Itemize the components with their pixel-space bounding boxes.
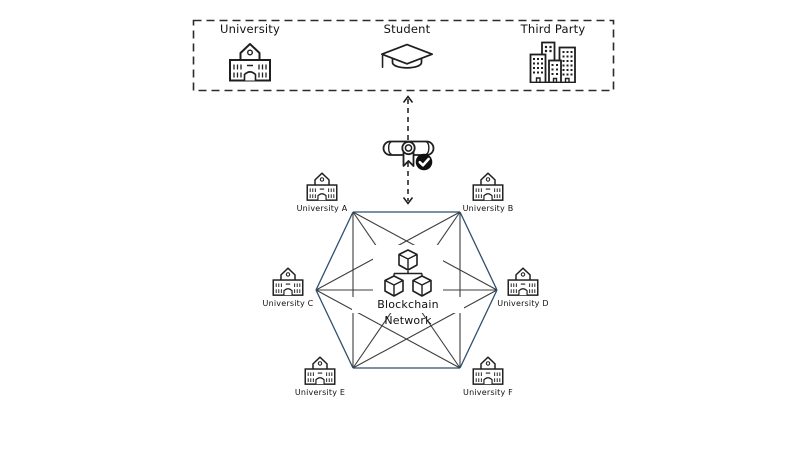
network-node-university-d: University D: [488, 266, 558, 308]
actor-student: Student: [349, 22, 465, 78]
node-label: University E: [294, 388, 346, 397]
node-label: University B: [462, 204, 514, 213]
university-icon: [306, 172, 338, 201]
university-icon: [507, 267, 539, 296]
network-node-university-b: University B: [453, 171, 523, 213]
hexagon-edges: [315, 211, 498, 369]
university-icon: [472, 172, 504, 201]
university-icon: [304, 356, 336, 385]
actor-third-party: Third Party: [495, 22, 611, 83]
node-label: University F: [463, 388, 513, 397]
certificate-icon: [382, 140, 435, 171]
actor-label: Third Party: [520, 22, 586, 36]
city-buildings-icon: [529, 41, 576, 83]
university-icon: [229, 43, 271, 82]
network-label: Blockchain Network: [352, 297, 464, 327]
university-icon: [472, 356, 504, 385]
network-node-university-a: University A: [287, 171, 357, 213]
blockchain-cubes-icon: [384, 249, 432, 297]
node-label: University C: [262, 299, 314, 308]
actor-label: Student: [383, 22, 431, 36]
actor-university: University: [192, 22, 308, 83]
node-label: University D: [497, 299, 549, 308]
node-label: University A: [296, 204, 348, 213]
actor-label: University: [219, 22, 280, 36]
network-node-university-f: University F: [453, 355, 523, 397]
check-icon: [415, 153, 433, 171]
actors-dashed-boundary: [192, 19, 615, 92]
credential-double-arrow: [402, 95, 414, 205]
network-node-university-e: University E: [285, 355, 355, 397]
university-icon: [272, 267, 304, 296]
network-node-university-c: University C: [253, 266, 323, 308]
graduation-cap-icon: [380, 43, 434, 69]
